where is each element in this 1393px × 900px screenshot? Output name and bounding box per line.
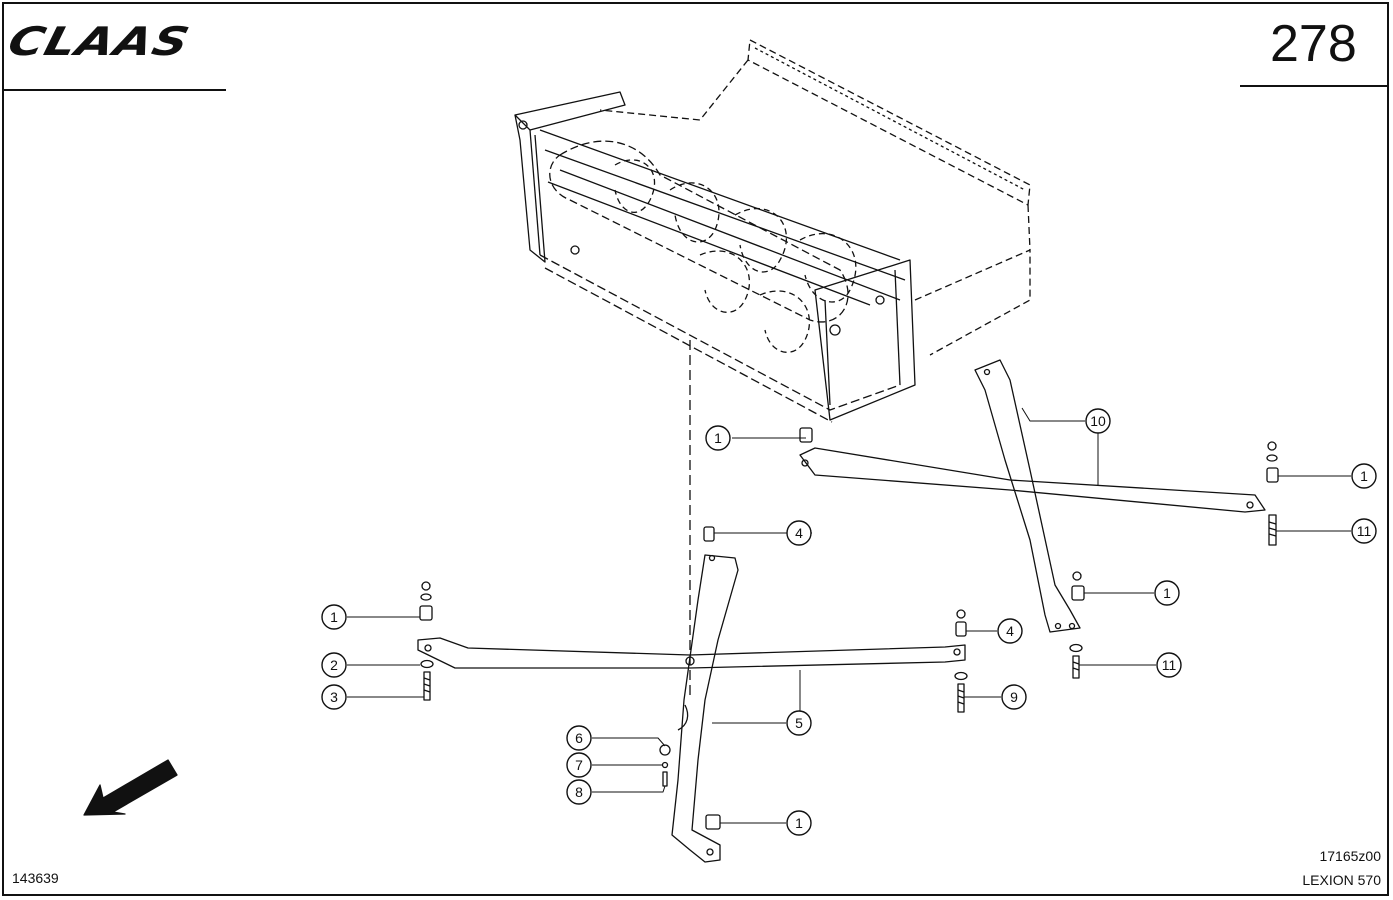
svg-text:11: 11: [1162, 657, 1177, 673]
header-rule-right: [1240, 85, 1389, 87]
svg-text:1: 1: [714, 430, 722, 446]
callout-4-top: 4: [786, 520, 812, 546]
svg-text:10: 10: [1090, 413, 1106, 429]
callout-8: 8: [566, 779, 592, 805]
machine-model: LEXION 570: [1302, 872, 1381, 888]
callout-2: 2: [321, 652, 347, 678]
callout-7: 7: [566, 752, 592, 778]
callout-1-far-right: 1: [1351, 463, 1377, 489]
callout-9: 9: [1001, 684, 1027, 710]
svg-text:1: 1: [1360, 468, 1368, 484]
svg-text:11: 11: [1357, 523, 1372, 539]
callout-1-middle-right: 1: [1154, 580, 1180, 606]
callout-balloons: 1 4 1 2 3 4 9: [321, 408, 1377, 836]
svg-text:4: 4: [1006, 623, 1014, 639]
svg-text:3: 3: [330, 689, 338, 705]
header-assembly: [514, 39, 1031, 423]
callout-11-middle: 11: [1156, 652, 1182, 678]
svg-text:1: 1: [1163, 585, 1171, 601]
callout-10: 10: [1085, 408, 1111, 434]
svg-text:2: 2: [330, 657, 338, 673]
header-rule-left: [2, 89, 226, 91]
callout-11-far-right: 11: [1351, 518, 1377, 544]
svg-text:6: 6: [575, 730, 583, 746]
part-5-lower-strut: [417, 554, 966, 863]
drawing-number: 143639: [12, 870, 59, 886]
svg-text:9: 9: [1010, 689, 1018, 705]
callout-4-right: 4: [997, 618, 1023, 644]
callout-1-bottom: 1: [786, 810, 812, 836]
figure-code: 17165z00: [1319, 848, 1381, 864]
leader-lines: [347, 407, 1351, 824]
svg-text:1: 1: [330, 609, 338, 625]
callout-3: 3: [321, 684, 347, 710]
svg-text:4: 4: [795, 525, 803, 541]
callout-5: 5: [786, 710, 812, 736]
hardware-parts: [419, 427, 1279, 830]
svg-text:7: 7: [575, 757, 583, 773]
svg-text:5: 5: [795, 715, 803, 731]
travel-direction-arrow-icon: [83, 759, 178, 816]
callout-1-top: 1: [705, 425, 731, 451]
callout-1-left: 1: [321, 604, 347, 630]
page-number: 278: [1270, 15, 1357, 73]
svg-text:8: 8: [575, 784, 583, 800]
svg-text:1: 1: [795, 815, 803, 831]
part-10-cross-strut: [799, 359, 1266, 633]
callout-6: 6: [566, 725, 592, 751]
